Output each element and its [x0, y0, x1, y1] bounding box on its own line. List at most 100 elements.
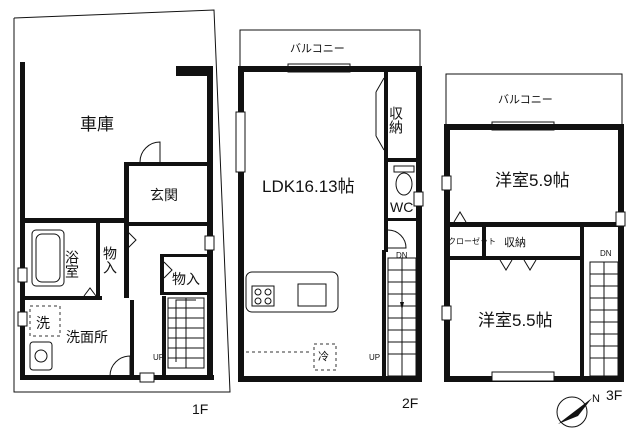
wall-1f-bath-bottom	[20, 296, 102, 300]
wall-2f-wc-bottom	[384, 218, 420, 221]
door-2f-storage	[375, 77, 385, 151]
burner-2	[264, 288, 272, 296]
stairs-1f-up: UP	[153, 353, 164, 362]
balcony-3f-label: バルコニー	[498, 93, 553, 106]
room-2f-storage: 収納	[388, 106, 404, 135]
wall-1f-storage2-top	[160, 254, 208, 257]
north-arrow-icon	[558, 398, 592, 424]
wall-1f-right	[207, 66, 213, 380]
wall-3f-right	[618, 124, 624, 382]
wall-1f-washroom-right	[130, 300, 134, 376]
floor-label-1f: 1F	[192, 401, 208, 417]
washer-label: 洗	[36, 315, 50, 331]
washer-space	[29, 305, 61, 337]
wall-1f-storage2-left	[160, 254, 164, 294]
balcony-2f-label: バルコニー	[290, 42, 345, 55]
bathtub-inner	[35, 233, 61, 283]
wall-3f-stair-left	[580, 226, 584, 380]
stairs-2f-down: DN	[396, 251, 408, 260]
burner-4	[264, 297, 272, 305]
room-wc: WC	[390, 199, 413, 215]
wall-2f-top	[238, 66, 422, 72]
stairs-2f-arrow	[400, 302, 404, 310]
stairs-3f	[589, 261, 619, 377]
wall-1f-bath-right	[96, 222, 100, 298]
stairs-1f	[167, 297, 205, 369]
stairs-2f	[387, 257, 417, 377]
window-3f-left-top	[441, 175, 452, 191]
compass-north-label: N	[592, 393, 600, 405]
floor-2f: バルコニー LDK16.13帖 収納 WC 冷 DN UP 2F	[235, 29, 424, 411]
door-1f-bath	[83, 287, 97, 297]
door-3f-closet	[453, 211, 467, 223]
site-boundary	[13, 9, 231, 393]
window-1f-left-top	[17, 267, 28, 283]
stairs-2f-up: UP	[369, 353, 380, 362]
window-1f-right	[204, 235, 215, 251]
room-entrance: 玄関	[150, 187, 178, 203]
door-3f-storage	[499, 259, 537, 271]
bathtub	[31, 229, 65, 287]
fridge-label: 冷	[318, 350, 329, 363]
door-2f-wc	[387, 229, 407, 249]
wall-3f-closet-divider	[482, 226, 486, 260]
floor-label-2f: 2F	[402, 395, 418, 411]
room-western1: 洋室5.9帖	[495, 171, 570, 190]
wall-2f-bottom	[238, 376, 422, 382]
wall-2f-right	[416, 66, 422, 382]
wall-1f-storage2-bottom	[160, 292, 208, 295]
floor-1f: 車庫 玄関 浴室 物入 物入 洗 洗面所 UP 1F	[13, 9, 231, 417]
window-3f-bottom	[491, 371, 555, 382]
floor-3f: バルコニー 洋室5.9帖 クローゼット 収納 洋室5.5帖 DN 3F	[441, 73, 626, 403]
floor-label-3f: 3F	[606, 387, 622, 403]
sink	[297, 283, 327, 307]
door-1f-washroom	[109, 355, 131, 377]
wall-2f-stair-left	[382, 250, 386, 378]
window-1f-bottom	[139, 372, 155, 383]
wall-3f-closet-bottom	[444, 256, 584, 260]
wall-3f-left	[444, 124, 450, 382]
window-3f-right	[615, 211, 626, 227]
wall-1f-entrance-bottom	[124, 222, 208, 226]
room-ldk: LDK16.13帖	[262, 177, 355, 196]
door-1f-storage2	[163, 261, 173, 279]
wall-2f-storage-left	[384, 72, 388, 160]
wall-1f-stair-left	[162, 296, 166, 376]
room-storage2: 物入	[172, 271, 200, 287]
room-3f-storage: 収納	[504, 236, 526, 249]
compass-ring	[556, 396, 588, 428]
toilet-bowl	[395, 172, 413, 196]
room-bath: 浴室	[64, 250, 80, 278]
window-2f-right	[413, 191, 424, 207]
burner-3	[254, 297, 262, 305]
wall-2f-wc-left	[384, 162, 388, 252]
washbasin	[29, 341, 53, 371]
room-western2: 洋室5.5帖	[478, 311, 553, 330]
window-1f-left-bottom	[17, 311, 28, 327]
door-1f-garage	[139, 141, 161, 163]
wall-3f-middle	[444, 222, 624, 227]
kitchen-counter	[245, 271, 339, 313]
wall-3f-top	[444, 124, 624, 130]
compass: N	[556, 393, 600, 428]
room-closet: クローゼット	[448, 236, 496, 246]
wall-1f-entrance-top	[124, 162, 208, 166]
window-3f-left-bottom	[441, 305, 452, 321]
toilet-tank	[393, 165, 415, 173]
burner-1	[254, 288, 262, 296]
room-garage: 車庫	[80, 115, 114, 134]
wall-1f-storage1-right	[124, 226, 128, 298]
wall-2f-storage-bottom	[384, 158, 420, 162]
door-1f-storage1	[127, 231, 137, 249]
wall-1f-garage-lower	[20, 218, 126, 223]
room-washroom: 洗面所	[66, 329, 108, 345]
window-2f-left	[235, 111, 246, 173]
washbasin-bowl	[34, 349, 48, 363]
wall-1f-top-right	[176, 66, 213, 76]
stove	[251, 285, 275, 307]
wall-2f-left	[238, 66, 244, 382]
stairs-3f-down: DN	[600, 249, 612, 258]
room-storage1: 物入	[102, 246, 118, 274]
wall-1f-bottom	[20, 375, 214, 380]
